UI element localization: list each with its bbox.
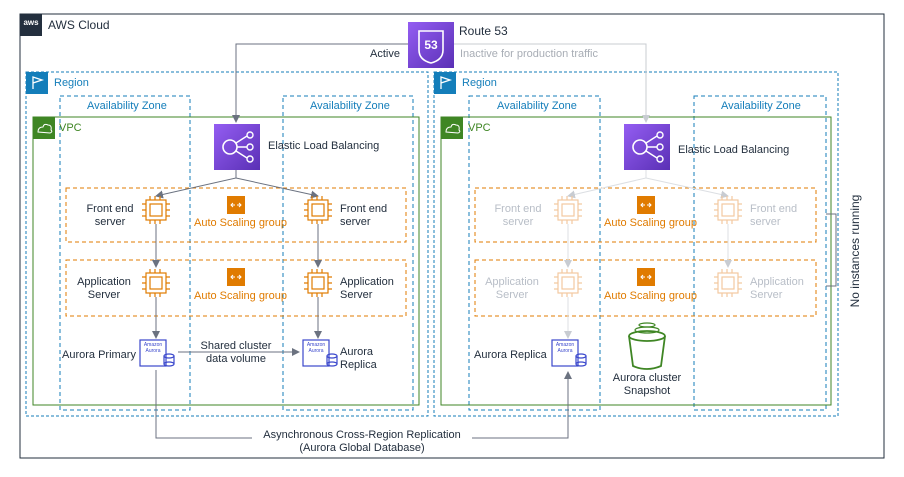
region-right-flag-icon: [434, 72, 456, 94]
asg-right-top: [474, 187, 817, 243]
asg-right-top-label: Auto Scaling group: [604, 217, 697, 229]
ec2-chip-right-app-2: [714, 269, 742, 297]
asg-left-top-label: Auto Scaling group: [194, 217, 287, 229]
autoscaling-icon-right-top: [637, 196, 655, 214]
aurora-replica-left-label: Aurora Replica: [340, 346, 377, 371]
route53-inactive-label: Inactive for production traffic: [460, 48, 598, 60]
asg-right-bottom: [474, 259, 817, 317]
elb-left-label: Elastic Load Balancing: [268, 140, 380, 152]
shared-volume-label: Shared cluster data volume: [200, 340, 272, 365]
app-right-label: Application Server: [340, 276, 394, 301]
vpc-left-label: VPC: [59, 122, 82, 134]
region-left-label: Region: [54, 77, 89, 89]
region-left-boundary: [25, 71, 429, 417]
app-left-label: Application Server: [77, 276, 131, 301]
asg-left-bottom: [65, 259, 407, 317]
vpc-left-icon: [33, 117, 55, 139]
aws-logo: aws: [23, 18, 39, 27]
aurora-replica-right-label: Aurora Replica: [474, 349, 547, 361]
az-right-2-label: Availability Zone: [721, 100, 801, 112]
elb-right-label: Elastic Load Balancing: [678, 144, 790, 156]
vpc-left-boundary: [32, 116, 420, 406]
asg-left-bottom-label: Auto Scaling group: [194, 290, 287, 302]
autoscaling-icon-left-top: [227, 196, 245, 214]
vpc-right-boundary: [440, 116, 832, 406]
ec2-chip-left-front-1: [142, 196, 170, 224]
no-instances-label: No instances running: [848, 194, 862, 308]
frontend-right-region-left-label: Front end server: [494, 203, 542, 228]
replication-label: Asynchronous Cross-Region Replication (A…: [252, 429, 472, 455]
aurora-snapshot-label: Aurora cluster Snapshot: [612, 372, 682, 397]
asg-right-bottom-label: Auto Scaling group: [604, 290, 697, 302]
az-right-1: [468, 95, 601, 411]
aurora-replica-left-icon: [302, 339, 338, 367]
app-right-region-left-label: Application Server: [485, 276, 539, 301]
ec2-chip-right-front-2: [714, 196, 742, 224]
az-left-1: [59, 95, 191, 411]
ec2-chip-right-front-1: [554, 196, 582, 224]
aurora-replica-left-icon-text: Amazon Aurora: [306, 342, 326, 354]
vpc-right-label: VPC: [468, 122, 491, 134]
region-right-boundary: [433, 71, 839, 417]
ec2-chip-left-app-1: [142, 269, 170, 297]
route53-active-label: Active: [370, 48, 400, 60]
az-right-2: [693, 95, 827, 411]
s3-snapshot-bucket-icon: [628, 322, 666, 370]
az-left-2-label: Availability Zone: [310, 100, 390, 112]
frontend-right-region-right-label: Front end server: [750, 203, 798, 228]
aurora-primary-icon-text: Amazon Aurora: [143, 342, 163, 354]
autoscaling-icon-right-bottom: [637, 268, 655, 286]
ec2-chip-left-app-2: [304, 269, 332, 297]
az-left-1-label: Availability Zone: [87, 100, 167, 112]
vpc-right-icon: [441, 117, 463, 139]
aurora-primary-icon: [139, 339, 175, 367]
asg-left-top: [65, 187, 407, 243]
route53-label: Route 53: [459, 24, 508, 38]
app-right-region-right-label: Application Server: [750, 276, 804, 301]
az-right-1-label: Availability Zone: [497, 100, 577, 112]
region-right-label: Region: [462, 77, 497, 89]
aurora-replica-right-icon: [551, 339, 587, 367]
ec2-chip-left-front-2: [304, 196, 332, 224]
aws-logo-badge: [20, 14, 42, 36]
route53-badge: 53: [424, 38, 438, 52]
aws-cloud-boundary: [19, 13, 885, 459]
region-left-flag-icon: [26, 72, 48, 94]
aurora-primary-label: Aurora Primary: [62, 349, 136, 361]
aws-cloud-label: AWS Cloud: [48, 18, 110, 32]
frontend-right-label: Front end server: [340, 203, 388, 228]
frontend-left-label: Front end server: [86, 203, 134, 228]
ec2-chip-right-app-1: [554, 269, 582, 297]
autoscaling-icon-left-bottom: [227, 268, 245, 286]
az-left-2: [282, 95, 414, 411]
aurora-replica-right-icon-text: Amazon Aurora: [555, 342, 575, 354]
route53-icon: [408, 22, 454, 68]
